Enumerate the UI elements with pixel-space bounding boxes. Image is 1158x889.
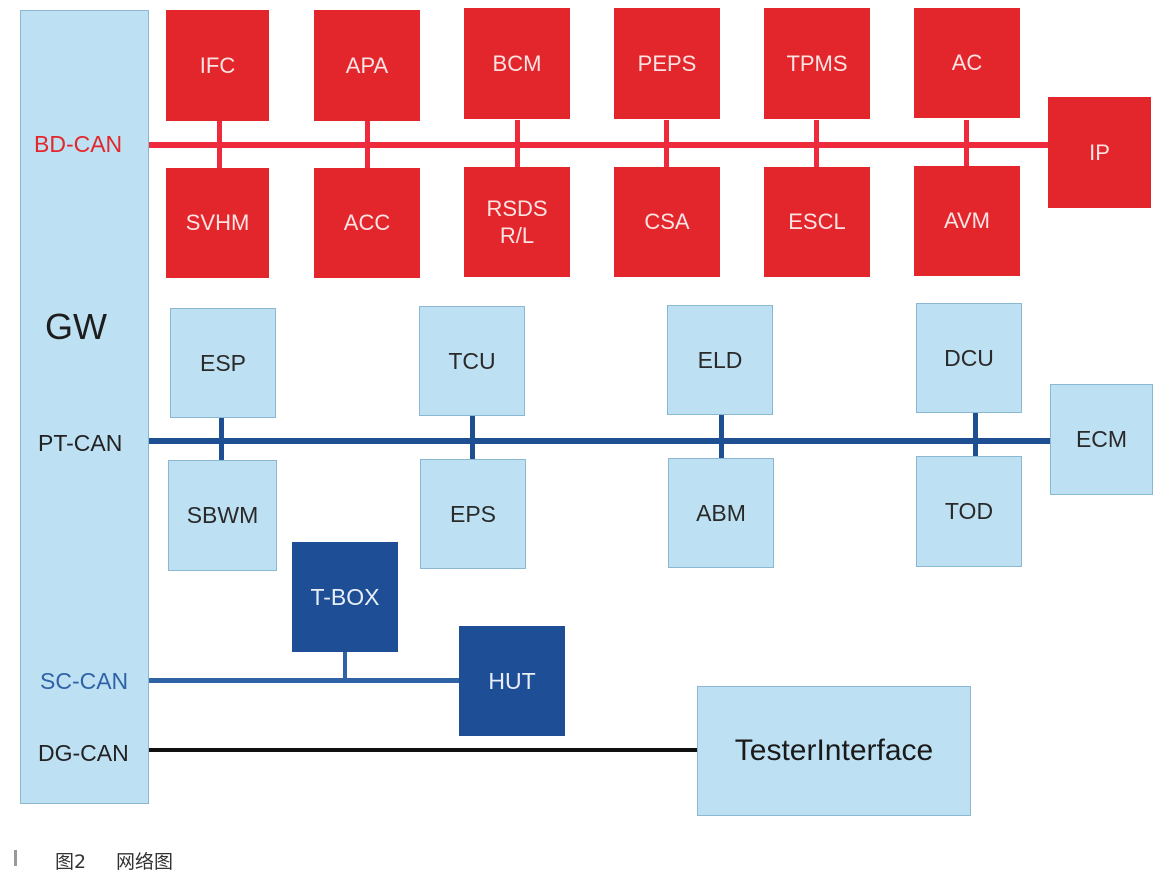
node-rsds-rl: RSDS R/L — [464, 167, 570, 277]
caption-figure-number: 图2 — [55, 851, 87, 873]
pt-connector — [470, 414, 475, 462]
node-peps: PEPS — [614, 8, 720, 119]
node-avm: AVM — [914, 166, 1020, 276]
node-dcu: DCU — [916, 303, 1022, 413]
sc-can-label: SC-CAN — [40, 668, 129, 694]
node-ecm: ECM — [1050, 384, 1153, 495]
node-svhm: SVHM — [166, 168, 269, 278]
bd-connector — [664, 120, 669, 170]
pt-connector — [973, 412, 978, 460]
sc-connector — [343, 650, 347, 680]
node-bcm: BCM — [464, 8, 570, 119]
node-tester-interface: TesterInterface — [697, 686, 971, 816]
node-abm: ABM — [668, 458, 774, 568]
node-acc: ACC — [314, 168, 420, 278]
bd-can-label: BD-CAN — [34, 131, 123, 157]
node-ac: AC — [914, 8, 1020, 118]
gateway-label: GW — [45, 306, 107, 347]
node-eld: ELD — [667, 305, 773, 415]
node-apa: APA — [314, 10, 420, 121]
node-tbox: T-BOX — [292, 542, 398, 652]
node-tod: TOD — [916, 456, 1022, 567]
node-tcu: TCU — [419, 306, 525, 416]
gateway-block — [20, 10, 149, 804]
node-esp: ESP — [170, 308, 276, 418]
bd-connector — [964, 120, 969, 170]
pt-can-bus-line — [149, 438, 1050, 444]
pt-can-label: PT-CAN — [38, 430, 123, 456]
bd-connector — [814, 120, 819, 170]
pt-connector — [719, 413, 724, 461]
dg-can-bus-line — [149, 748, 697, 752]
node-hut: HUT — [459, 626, 565, 736]
node-csa: CSA — [614, 167, 720, 277]
pt-connector — [219, 416, 224, 462]
node-tpms: TPMS — [764, 8, 870, 119]
node-ip: IP — [1048, 97, 1151, 208]
node-rsds-line1: RSDS — [486, 195, 548, 221]
caption-title: 网络图 — [116, 851, 174, 873]
bd-connector — [365, 120, 370, 170]
node-rsds-line2: R/L — [499, 223, 535, 248]
node-eps: EPS — [420, 459, 526, 569]
bd-connector — [217, 120, 222, 170]
node-escl: ESCL — [764, 167, 870, 277]
bd-connector — [515, 120, 520, 170]
caption-marker — [14, 850, 17, 866]
dg-can-label: DG-CAN — [38, 740, 129, 766]
sc-can-bus-line — [149, 678, 459, 683]
node-sbwm: SBWM — [168, 460, 277, 571]
bd-can-bus-line — [149, 142, 1050, 148]
node-ifc: IFC — [166, 10, 269, 121]
